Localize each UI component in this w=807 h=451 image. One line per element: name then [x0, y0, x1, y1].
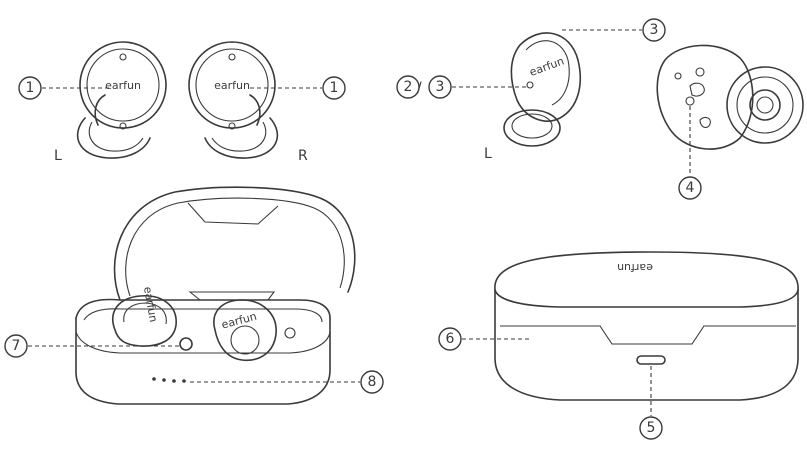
- closed-charging-case: earfun: [494, 251, 799, 401]
- right-earbud-back: [656, 44, 804, 150]
- callout-2: 2: [396, 75, 420, 99]
- callout-8: 8: [360, 370, 384, 394]
- callout-3-top: 3: [642, 18, 666, 42]
- svg-text:2: 2: [404, 79, 413, 95]
- side-earbud-logo: earfun: [528, 54, 566, 78]
- callout-3-side: 3: [428, 75, 452, 99]
- svg-text:7: 7: [12, 338, 21, 354]
- svg-text:5: 5: [647, 420, 656, 436]
- svg-text:1: 1: [26, 80, 35, 96]
- left-label: L: [54, 148, 62, 164]
- svg-text:8: 8: [368, 374, 377, 390]
- left-side-label: L: [484, 146, 492, 162]
- callout-1-right: 1: [322, 76, 346, 100]
- svg-text:1: 1: [330, 80, 339, 96]
- callout-1-left: 1: [18, 76, 42, 100]
- left-earbud-logo: earfun: [105, 79, 141, 92]
- callout-7: 7: [4, 334, 28, 358]
- open-charging-case: earfun earfun: [75, 186, 356, 405]
- callout-slash: /: [417, 80, 422, 96]
- callout-6: 6: [438, 327, 462, 351]
- svg-text:4: 4: [686, 180, 695, 196]
- case-left-logo: earfun: [141, 286, 160, 324]
- case-lid-logo: earfun: [617, 261, 653, 274]
- callout-4: 4: [678, 176, 702, 200]
- right-label: R: [298, 148, 308, 164]
- right-earbud-logo: earfun: [214, 79, 250, 92]
- left-earbud-front: earfun: [76, 41, 167, 159]
- callout-5: 5: [639, 416, 663, 440]
- svg-text:3: 3: [436, 79, 445, 95]
- left-earbud-side: earfun: [503, 32, 582, 147]
- svg-text:6: 6: [446, 331, 455, 347]
- svg-text:3: 3: [650, 22, 659, 38]
- right-earbud-front: earfun: [188, 41, 279, 159]
